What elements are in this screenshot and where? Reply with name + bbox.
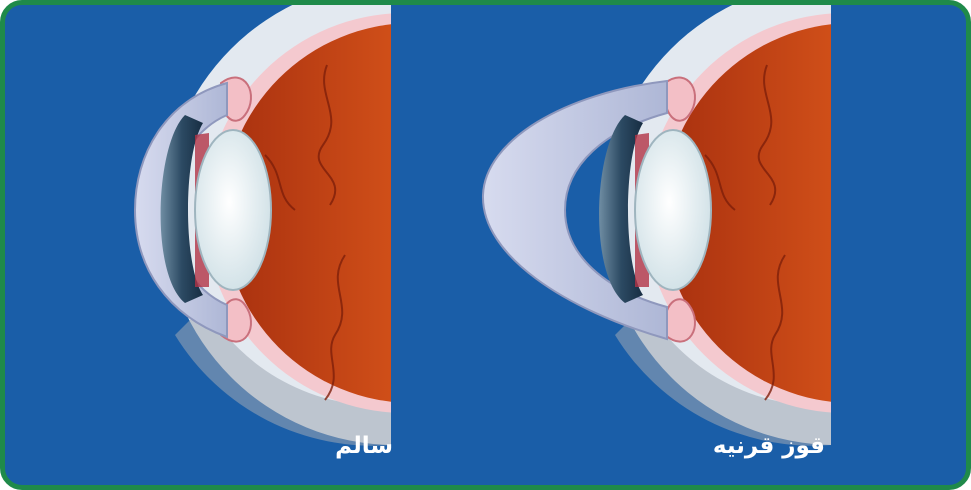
healthy-label: سالم bbox=[305, 433, 393, 459]
keratoconus-label: قوز قرنیه bbox=[695, 433, 825, 459]
healthy-lens bbox=[195, 130, 271, 290]
eye-comparison-illustration bbox=[5, 5, 971, 490]
keratoconus-lens bbox=[635, 130, 711, 290]
keratoconus-eye bbox=[483, 5, 971, 446]
